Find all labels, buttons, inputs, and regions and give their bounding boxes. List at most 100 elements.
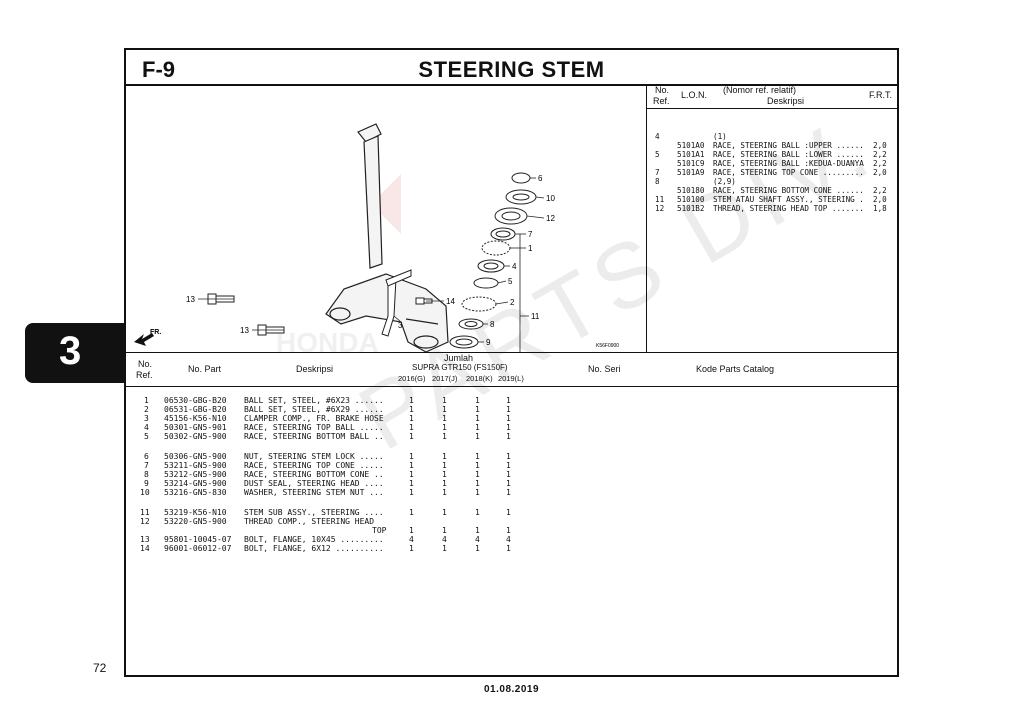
part-ref: 10 (140, 488, 150, 497)
parts-model-header: SUPRA GTR150 (FS150F) (412, 363, 508, 372)
part-ref: 8 (144, 470, 149, 479)
part-description: BALL SET, STEEL, #6X29 ...... (244, 405, 384, 414)
part-qty: 1 (506, 432, 511, 441)
parts-ref-header: Ref. (136, 370, 153, 380)
part-number: 53219-K56-N10 (164, 508, 227, 517)
ref-nomor-header: (Nomor ref. relatif) (723, 85, 797, 95)
part-description: CLAMPER COMP., FR. BRAKE HOSE (244, 414, 384, 423)
parts-kode-header: Kode Parts Catalog (696, 364, 775, 374)
part-qty: 4 (506, 535, 511, 544)
part-qty: 1 (475, 488, 480, 497)
part-number: 53216-GN5-830 (164, 488, 227, 497)
parts-desc-header: Deskripsi (296, 364, 334, 374)
part-qty: 1 (442, 405, 447, 414)
part-qty: 1 (442, 479, 447, 488)
part-qty: 1 (506, 508, 511, 517)
page-header: STEERING STEM F-9 (126, 50, 897, 86)
part-qty: 1 (442, 432, 447, 441)
callout: 4 (512, 262, 517, 271)
part-description: THREAD COMP., STEERING HEAD (244, 517, 375, 526)
part-ref: 12 (140, 517, 150, 526)
callout: 9 (486, 338, 491, 347)
part-ref: 7 (144, 461, 149, 470)
part-ref: 14 (140, 544, 150, 553)
part-qty: 1 (506, 405, 511, 414)
part-ref: 5 (144, 432, 149, 441)
page-title: STEERING STEM (418, 57, 605, 82)
ref-frt-header: F.R.T. (869, 90, 893, 100)
reference-frt: 2,0 (873, 141, 887, 150)
part-number: 96001-06012-07 (164, 544, 232, 553)
reference-panel: No. Ref. L.O.N. (Nomor ref. relatif) Des… (646, 84, 898, 352)
part-qty: 1 (506, 526, 511, 535)
footer-date: 01.08.2019 (484, 684, 540, 695)
part-number: 06530-GBG-B20 (164, 396, 227, 405)
part-number: 50306-GN5-900 (164, 452, 227, 461)
part-qty: 1 (442, 508, 447, 517)
part-number: 53212-GN5-900 (164, 470, 227, 479)
reference-frt: 2,2 (873, 159, 887, 168)
part-qty: 1 (442, 452, 447, 461)
part-qty: 1 (409, 544, 414, 553)
reference-frt: 2,0 (873, 168, 887, 177)
reference-desc: RACE, STEERING BALL :LOWER ...... (713, 150, 864, 159)
reference-desc: STEM ATAU SHAFT ASSY., STEERING . (713, 195, 864, 204)
reference-lon: 5101A9 (677, 168, 705, 177)
section-tab: 3 (25, 323, 124, 383)
reference-frt: 2,0 (873, 195, 887, 204)
part-qty: 1 (506, 461, 511, 470)
parts-no-header: No. (138, 359, 153, 369)
arrow-label: FR. (150, 329, 161, 336)
part-number: 50301-GN5-901 (164, 423, 227, 432)
part-qty: 1 (442, 461, 447, 470)
part-qty: 4 (475, 535, 480, 544)
part-qty: 1 (409, 488, 414, 497)
catalog-page: STEERING STEM F-9 HONDA (124, 48, 899, 677)
logo-text: HONDA (276, 327, 379, 352)
reference-desc: RACE, STEERING BALL :UPPER ...... (713, 141, 864, 150)
part-qty: 1 (475, 461, 480, 470)
part-description: NUT, STEERING STEM LOCK ..... (244, 452, 384, 461)
parts-seri-header: No. Seri (588, 364, 621, 374)
year-2018: 2018(K) (466, 374, 493, 383)
leader-lines (198, 177, 545, 352)
exploded-diagram: HONDA (126, 84, 646, 352)
part-ref: 1 (144, 396, 149, 405)
reference-header: No. Ref. L.O.N. (Nomor ref. relatif) Des… (647, 84, 898, 109)
reference-desc: RACE, STEERING BALL :KEDUA-DUANYA (713, 159, 864, 168)
reference-ref: 5 (655, 150, 660, 159)
part-qty: 1 (506, 452, 511, 461)
part-qty: 1 (409, 396, 414, 405)
part-qty: 1 (409, 526, 414, 535)
part-qty: 1 (442, 470, 447, 479)
part-ref: 6 (144, 452, 149, 461)
part-ref: 11 (140, 508, 150, 517)
parts-part-header: No. Part (188, 364, 222, 374)
reference-ref: 8 (655, 177, 660, 186)
part-qty: 4 (442, 535, 447, 544)
steering-stem (325, 123, 449, 352)
part-qty: 1 (409, 414, 414, 423)
reference-desc: RACE, STEERING BOTTOM CONE ...... (713, 186, 864, 195)
callout: 12 (546, 214, 555, 223)
part-qty: 1 (475, 432, 480, 441)
reference-desc: THREAD, STEERING HEAD TOP ....... (713, 204, 864, 213)
part-description: RACE, STEERING TOP BALL ..... (244, 423, 384, 432)
reference-lon: 5101A1 (677, 150, 705, 159)
reference-lon: 5101B2 (677, 204, 705, 213)
diagram-svg: HONDA (134, 123, 619, 352)
part-description: RACE, STEERING TOP CONE ..... (244, 461, 384, 470)
reference-lon: 510100 (677, 195, 705, 204)
part-ref: 3 (144, 414, 149, 423)
section-code: F-9 (142, 57, 175, 82)
part-qty: 1 (475, 423, 480, 432)
callout: 13 (186, 295, 195, 304)
ref-no-header: No. (655, 85, 670, 95)
part-qty: 1 (409, 461, 414, 470)
part-qty: 1 (475, 470, 480, 479)
part-number: 53220-GN5-900 (164, 517, 227, 526)
part-ref: 4 (144, 423, 149, 432)
part-qty: 1 (442, 544, 447, 553)
part-number: 50302-GN5-900 (164, 432, 227, 441)
part-qty: 1 (409, 432, 414, 441)
